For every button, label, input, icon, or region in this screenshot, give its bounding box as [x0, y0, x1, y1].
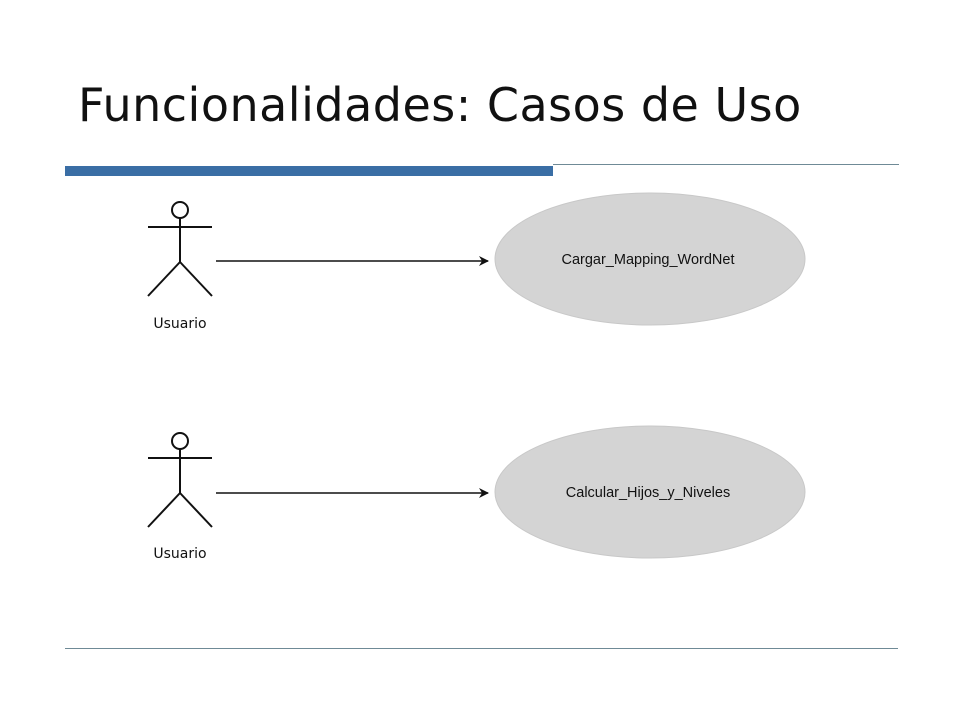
slide-title: Funcionalidades: Casos de Uso — [78, 78, 802, 132]
use-case-label: Cargar_Mapping_WordNet — [561, 252, 734, 268]
title-divider-line — [553, 164, 899, 165]
actor-figure-icon — [147, 432, 213, 528]
actor-figure-icon — [147, 201, 213, 297]
use-case-row-1: Usuario Cargar_Mapping_WordNet — [147, 192, 806, 332]
use-case-row-2: Usuario Calcular_Hijos_y_Niveles — [147, 425, 806, 562]
use-case-ellipse — [494, 192, 806, 326]
use-case-ellipse — [494, 425, 806, 559]
actor-label: Usuario — [153, 316, 206, 332]
title-accent-bar — [65, 166, 553, 176]
actor-label: Usuario — [153, 546, 206, 562]
use-case-label: Calcular_Hijos_y_Niveles — [566, 485, 730, 501]
footer-divider-line — [65, 648, 898, 649]
